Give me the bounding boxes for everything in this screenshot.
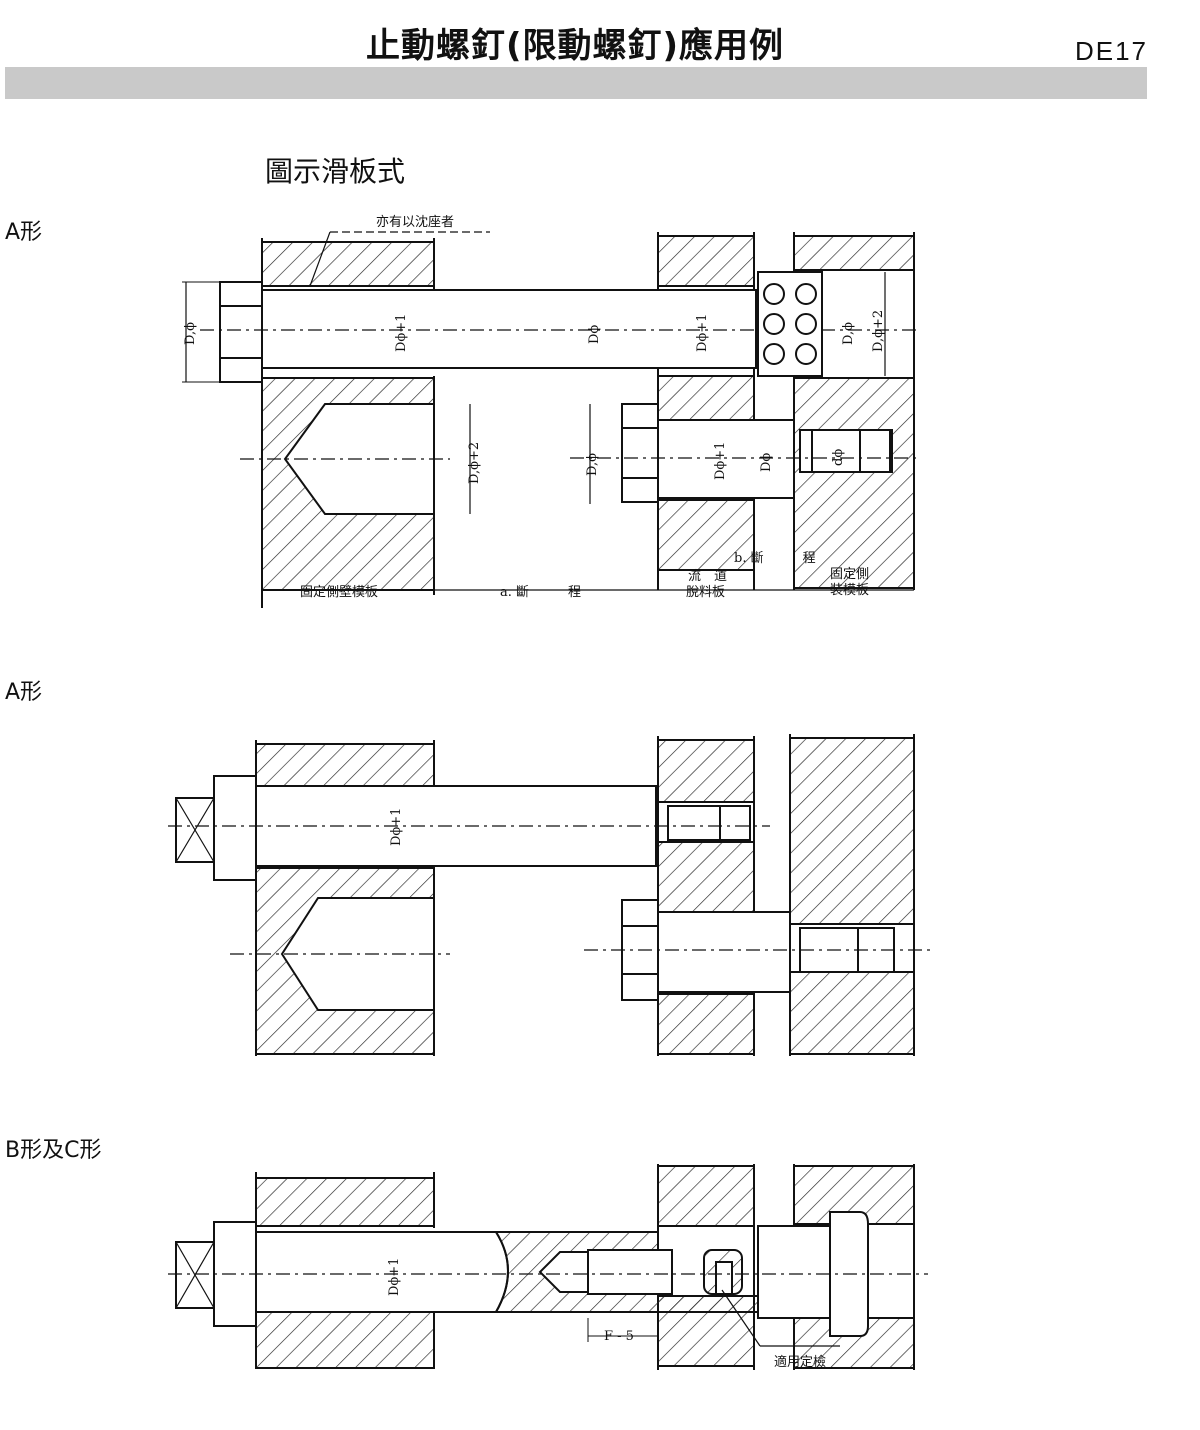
dim-d: Dϕ — [587, 325, 602, 344]
dim-nut-d-plus-2: D,ϕ+2 — [871, 310, 886, 352]
figure-2-annotations: Dϕ+1 — [389, 808, 404, 846]
label-left-plate: 固定側壁模板 — [300, 585, 378, 600]
right-plate-top — [793, 235, 915, 271]
label-mid-plate-2: 脫料板 — [686, 585, 725, 600]
dim-d1: D,ϕ — [183, 322, 198, 345]
mid-plate-top — [657, 739, 755, 803]
dim-d1-plus-1-b: Dϕ+1 — [695, 314, 710, 352]
left-plate-top — [261, 241, 435, 287]
right-plate-bottom — [789, 971, 915, 1055]
label-b-break: b. 斷 程 — [734, 551, 816, 566]
left-plate-top — [255, 743, 435, 787]
bolt-head — [213, 775, 257, 881]
figure-1-label: A形 — [5, 220, 43, 245]
right-plate-top — [789, 737, 915, 925]
left-plate-top — [255, 1177, 435, 1227]
right-head — [757, 1225, 831, 1319]
dim-f: F - 5 — [604, 1329, 634, 1344]
header-bar — [5, 67, 1147, 99]
right-plate-bottom — [793, 377, 915, 589]
figure-1-annotations: 亦有以沈座者 D,ϕ Dϕ+1 Dϕ Dϕ+1 D,ϕ D,ϕ+2 D,ϕ+2 … — [183, 214, 886, 600]
label-mid-plate-1: 流 道 — [688, 569, 727, 584]
bolt-head — [219, 281, 263, 383]
dim-d1-plus-1: Dϕ+1 — [389, 808, 404, 846]
dim-d1-plus-1: Dϕ+1 — [387, 1258, 402, 1296]
label-right-plate-1: 固定側 — [830, 567, 869, 582]
mid-plate-top — [657, 235, 755, 287]
section-subtitle: 圖示滑板式 — [265, 155, 406, 188]
callout-label: 適用定檢 — [774, 1354, 826, 1370]
page-code: DE17 — [1074, 36, 1148, 66]
dim-lower-d1: D,ϕ — [585, 453, 600, 476]
label-a-break: a. 斷 程 — [500, 585, 581, 600]
lower-bolt-shaft — [657, 419, 795, 499]
dim-nut-d: D,ϕ — [841, 322, 856, 345]
dim-left-plus-2: D,ϕ+2 — [467, 442, 482, 484]
lower-bolt-shaft — [657, 911, 791, 993]
dim-d1-plus-1: Dϕ+1 — [394, 314, 409, 352]
mid-plate-top — [657, 1165, 755, 1227]
callout-bolt: 亦有以沈座者 — [376, 214, 454, 230]
nut — [757, 271, 823, 377]
dim-lower-d: Dϕ — [759, 453, 774, 472]
figure-2-drawing — [168, 734, 930, 1056]
lower-bolt-head — [621, 403, 659, 503]
left-plate-bottom — [255, 1311, 435, 1369]
figure-2-label: A形 — [5, 680, 43, 705]
mid-plate-bottom — [657, 375, 755, 421]
bolt-shaft — [261, 289, 757, 369]
figure-1-drawing — [182, 231, 920, 608]
dim-thread: dϕ — [831, 449, 846, 466]
mid-plate-bottom — [657, 841, 755, 913]
figure-3-label: B形及C形 — [5, 1138, 102, 1163]
page-title: 止動螺釘(限動螺釘)應用例 — [365, 26, 785, 66]
label-right-plate-2: 裝模板 — [830, 583, 869, 598]
figure-3-drawing — [168, 1164, 928, 1370]
figure-3-annotations: Dϕ+1 F - 5 適用定檢 — [387, 1258, 826, 1370]
dim-lower-plus-1: Dϕ+1 — [713, 442, 728, 480]
bolt-shaft — [255, 1231, 509, 1313]
